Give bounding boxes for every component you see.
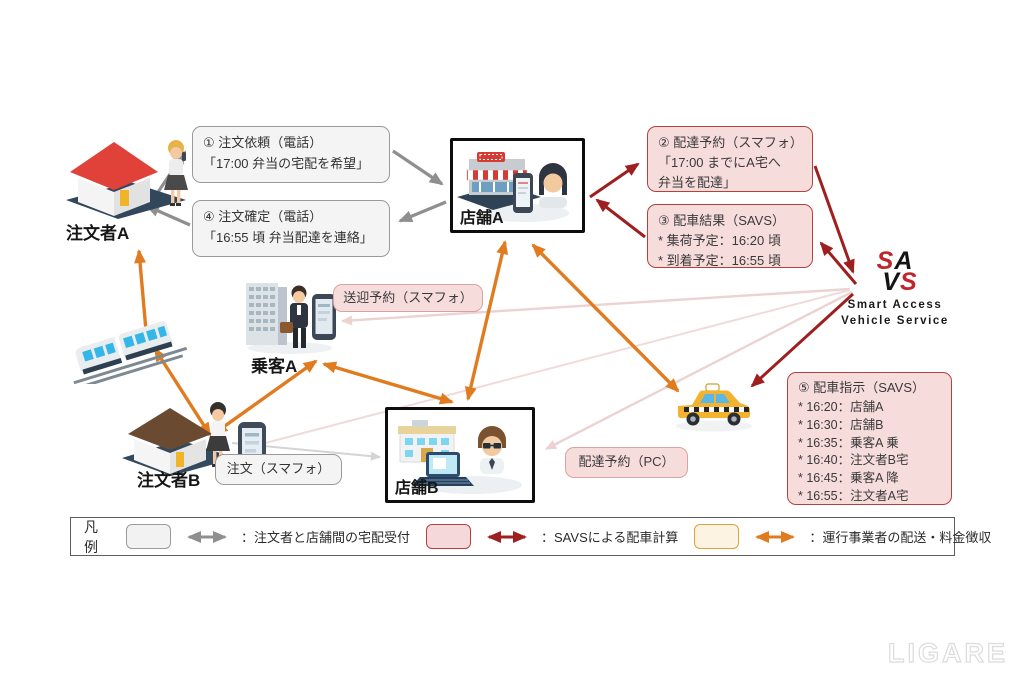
briefcase-icon <box>280 322 293 333</box>
arrow-box2-to-savs <box>813 165 855 274</box>
train-icon <box>73 321 188 384</box>
taxi-icon <box>676 383 752 432</box>
legend-swatch-pink <box>426 524 472 549</box>
arrow-box3-to-store-a <box>595 198 646 239</box>
savs-logo-block: SA VS Smart Access Vehicle Service <box>830 247 960 329</box>
step3-title: ③ 配車結果（SAVS） <box>658 213 785 228</box>
step5-item: * 16:30：店舗B <box>798 417 884 432</box>
store-b-label: 店舗B <box>395 480 439 497</box>
store-a-box: 店舗A <box>450 138 585 233</box>
order-sp-tag: 注文（スマフォ） <box>215 454 342 485</box>
store-a-icon <box>457 152 569 222</box>
step2-title: ② 配達予約（スマフォ） <box>658 135 803 150</box>
savs-name-line1: Smart Access <box>847 299 943 311</box>
step5-item: * 16:55：注文者A宅 <box>798 488 909 503</box>
callout-step2: ② 配達予約（スマフォ） 「17:00 までにA宅へ 弁当を配達」 <box>647 126 813 192</box>
ligare-watermark: LIGARE <box>887 637 1009 668</box>
step5-title: ⑤ 配車指示（SAVS） <box>798 380 925 395</box>
arrow-store-a-to-box4 <box>398 200 447 223</box>
legend-red-double-arrow-icon <box>487 530 528 543</box>
arrow-box4-to-orderer-a <box>145 204 191 227</box>
arrow-store-a-taxi <box>531 243 680 393</box>
arrow-store-a-to-box2 <box>589 162 640 199</box>
arrow-box1-to-store-a <box>392 149 444 186</box>
step4-title: ④ 注文確定（電話） <box>203 209 323 224</box>
legend-orange-double-arrow-icon <box>755 530 796 543</box>
passenger-a-icon <box>246 283 336 354</box>
savs-name-line2: Vehicle Service <box>841 315 949 328</box>
step4-body: 「16:55 頃 弁当配達を連絡」 <box>203 229 373 245</box>
orderer-a-icon <box>66 140 188 219</box>
glasses-icon <box>483 443 491 449</box>
step5-item: * 16:40：注文者B宅 <box>798 453 909 468</box>
line-delivery-reserve-savs-to-store-b <box>545 290 853 451</box>
step5-item: * 16:20：店舗A <box>798 400 884 415</box>
step1-body: 「17:00 弁当の宅配を希望」 <box>203 155 370 171</box>
step1-title: ① 注文依頼（電話） <box>203 135 323 150</box>
step5-item: * 16:45：乗客A 降 <box>798 471 899 486</box>
step2-body2: 弁当を配達」 <box>658 175 737 191</box>
arrow-orderer-b-passenger-a <box>213 359 318 435</box>
savs-logo-icon: SA VS <box>876 247 918 296</box>
arrow-train-orderer-b <box>153 347 212 437</box>
orderer-a-label: 注文者A <box>66 224 130 243</box>
legend-swatch-cream <box>694 524 740 549</box>
callout-step4: ④ 注文確定（電話） 「16:55 頃 弁当配達を連絡」 <box>192 200 390 257</box>
legend: 凡例 ：注文者と店舗間の宅配受付 ：SAVSによる配車計算 ：運行事業者の配送・… <box>70 517 991 556</box>
legend-label-savs-calc: ：SAVSによる配車計算 <box>541 530 679 545</box>
callout-step5: ⑤ 配車指示（SAVS） * 16:20：店舗A * 16:30：店舗B * 1… <box>787 372 952 505</box>
ride-reserve-tag: 送迎予約（スマフォ） <box>333 284 483 312</box>
legend-label-phone-order: ：注文者と店舗間の宅配受付 <box>241 530 411 545</box>
store-a-label: 店舗A <box>460 210 504 227</box>
callout-step1: ① 注文依頼（電話） 「17:00 弁当の宅配を希望」 <box>192 126 390 183</box>
arrow-savs-to-box3 <box>819 241 858 285</box>
orderer-b-label: 注文者B <box>137 471 201 490</box>
passenger-a-label: 乗客A <box>251 357 298 376</box>
store-b-icon <box>398 420 522 494</box>
legend-label-operator-delivery: ：運行事業者の配送・料金徴収 <box>809 530 992 545</box>
step5-item: * 16:35：乗客A 乗 <box>798 435 899 450</box>
store-b-box: 店舗B <box>385 407 535 503</box>
step3-body2: * 到着予定：16:55 頃 <box>658 253 781 269</box>
arrow-passenger-a-store-b <box>322 361 454 405</box>
delivery-pc-tag: 配達予約（PC） <box>565 447 688 478</box>
legend-swatch-gray <box>126 524 171 549</box>
legend-gray-double-arrow-icon <box>187 530 227 543</box>
legend-title: 凡例 <box>84 518 98 555</box>
step2-body1: 「17:00 までにA宅へ <box>658 155 781 171</box>
callout-step3: ③ 配車結果（SAVS） * 集荷予定：16:20 頃 * 到着予定：16:55… <box>647 204 813 268</box>
arrow-savs-to-taxi <box>750 292 855 388</box>
arrow-store-a-store-b <box>464 240 509 401</box>
step3-body1: * 集荷予定：16:20 頃 <box>658 233 781 249</box>
